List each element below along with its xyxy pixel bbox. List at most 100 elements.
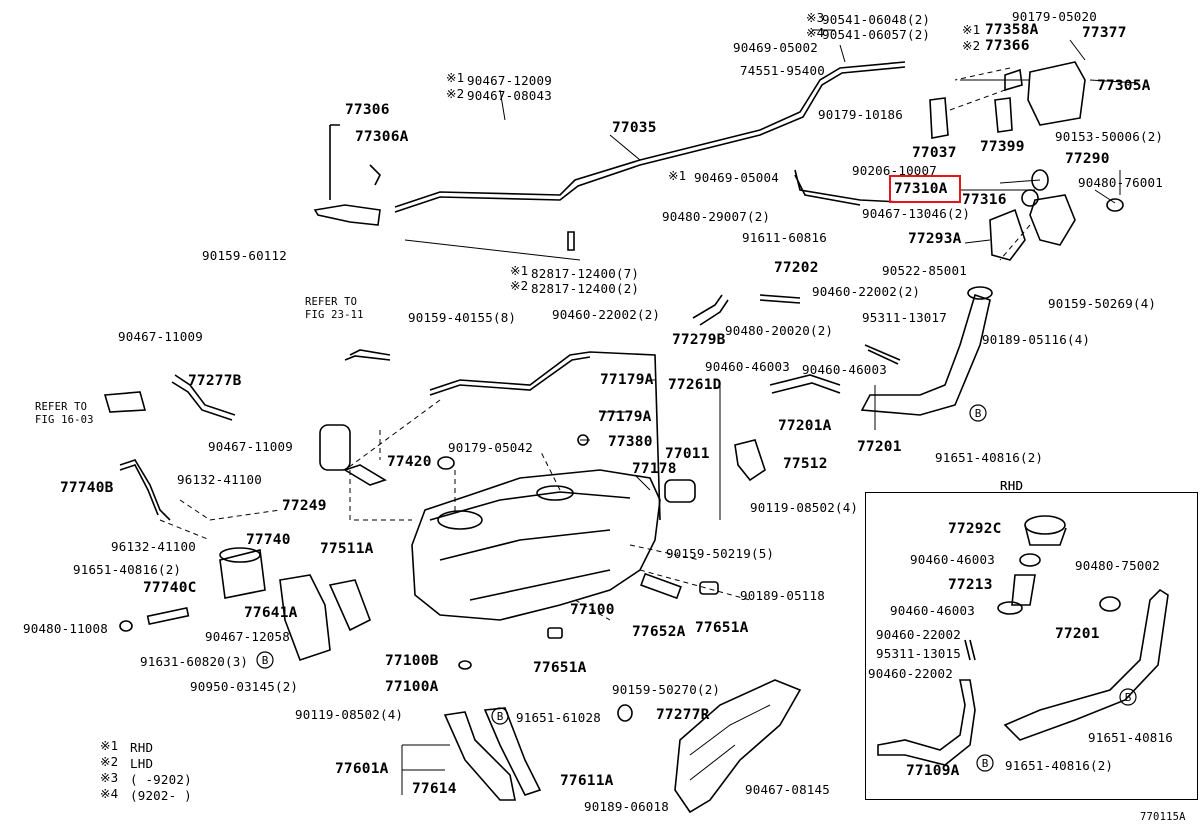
part-number-label[interactable]: 77512 <box>783 456 828 472</box>
part-number-label[interactable]: 90460-22002 <box>868 666 953 681</box>
part-number-label[interactable]: 96132-41100 <box>177 472 262 487</box>
part-number-label[interactable]: 90159-60112 <box>202 248 287 263</box>
part-number-label[interactable]: 90522-85001 <box>882 263 967 278</box>
part-number-label[interactable]: 77202 <box>774 260 819 276</box>
part-number-label[interactable]: 77310A <box>894 181 948 197</box>
part-number-label[interactable]: 77306 <box>345 102 390 118</box>
part-number-label[interactable]: 82817-12400(2) <box>531 281 640 296</box>
part-number-label[interactable]: 90950-03145(2) <box>190 679 299 694</box>
part-number-label[interactable]: 90467-08145 <box>745 782 830 797</box>
part-number-label[interactable]: 90467-08043 <box>467 88 552 103</box>
part-number-label[interactable]: 77277R <box>656 707 710 723</box>
part-number-label[interactable]: 77293A <box>908 231 962 247</box>
part-number-label[interactable]: 77292C <box>948 521 1002 537</box>
part-number-label[interactable]: 77399 <box>980 139 1025 155</box>
part-number-label[interactable]: 90480-11008 <box>23 621 108 636</box>
part-number-label[interactable]: 82817-12400(7) <box>531 266 640 281</box>
part-number-label[interactable]: 77614 <box>412 781 457 797</box>
part-number-label[interactable]: 90460-22002(2) <box>812 284 921 299</box>
part-number-label[interactable]: 91651-40816(2) <box>935 450 1044 465</box>
part-number-label[interactable]: 90480-20020(2) <box>725 323 834 338</box>
part-number-label[interactable]: 90189-05116(4) <box>982 332 1091 347</box>
part-number-label[interactable]: 77037 <box>912 145 957 161</box>
part-number-label[interactable]: 77277B <box>188 373 242 389</box>
part-number-label[interactable]: 77100A <box>385 679 439 695</box>
part-number-label[interactable]: 90119-08502(4) <box>295 707 404 722</box>
part-number-label[interactable]: 90159-50269(4) <box>1048 296 1157 311</box>
part-number-label[interactable]: 90541-06057(2) <box>822 27 931 42</box>
part-number-label[interactable]: 90153-50006(2) <box>1055 129 1164 144</box>
part-number-label[interactable]: 90467-12009 <box>467 73 552 88</box>
part-number-label[interactable]: 77511A <box>320 541 374 557</box>
part-number-label[interactable]: 90206-10007 <box>852 163 937 178</box>
part-number-label[interactable]: 90179-10186 <box>818 107 903 122</box>
part-number-label[interactable]: 77420 <box>387 454 432 470</box>
part-number-label[interactable]: 90460-22002 <box>876 627 961 642</box>
part-number-label[interactable]: 77652A <box>632 624 686 640</box>
part-number-label[interactable]: 90541-06048(2) <box>822 12 931 27</box>
part-number-label[interactable]: 91651-40816 <box>1088 730 1173 745</box>
part-number-label[interactable]: 77011 <box>665 446 710 462</box>
part-number-label[interactable]: 77178 <box>632 461 677 477</box>
part-number-label[interactable]: 77213 <box>948 577 993 593</box>
part-number-label[interactable]: 90460-22002(2) <box>552 307 661 322</box>
part-number-label[interactable]: 90119-08502(4) <box>750 500 859 515</box>
part-number-label[interactable]: 77305A <box>1097 78 1151 94</box>
part-number-label[interactable]: 74551-95400 <box>740 63 825 78</box>
part-number-label[interactable]: 77261D <box>668 377 722 393</box>
part-number-label[interactable]: 77179A <box>600 372 654 388</box>
part-number-label[interactable]: 90480-29007(2) <box>662 209 771 224</box>
part-number-label[interactable]: 90467-11009 <box>118 329 203 344</box>
part-number-label[interactable]: 90159-50270(2) <box>612 682 721 697</box>
part-number-label[interactable]: 90460-46003 <box>802 362 887 377</box>
part-number-label[interactable]: 91651-40816(2) <box>73 562 182 577</box>
part-number-label[interactable]: 77740 <box>246 532 291 548</box>
part-number-label[interactable]: 77740B <box>60 480 114 496</box>
part-number-label[interactable]: 77249 <box>282 498 327 514</box>
part-number-label[interactable]: 91651-40816(2) <box>1005 758 1114 773</box>
part-number-label[interactable]: 90480-75002 <box>1075 558 1160 573</box>
part-number-label[interactable]: 90159-50219(5) <box>666 546 775 561</box>
part-number-label[interactable]: 90467-13046(2) <box>862 206 971 221</box>
part-number-label[interactable]: 77316 <box>962 192 1007 208</box>
part-number-label[interactable]: 91631-60820(3) <box>140 654 249 669</box>
refer-to-fig[interactable]: FIG 16-03 <box>35 414 94 426</box>
part-number-label[interactable]: 90189-06018 <box>584 799 669 814</box>
part-number-label[interactable]: 77611A <box>560 773 614 789</box>
part-number-label[interactable]: 90179-05020 <box>1012 9 1097 24</box>
part-number-label[interactable]: 77306A <box>355 129 409 145</box>
part-number-label[interactable]: 90480-76001 <box>1078 175 1163 190</box>
part-number-label[interactable]: 77366 <box>985 38 1030 54</box>
part-number-label[interactable]: 90179-05042 <box>448 440 533 455</box>
part-number-label[interactable]: 77380 <box>608 434 653 450</box>
part-number-label[interactable]: RHD <box>1000 478 1024 493</box>
part-number-label[interactable]: 95311-13017 <box>862 310 947 325</box>
part-number-label[interactable]: 90460-46003 <box>890 603 975 618</box>
part-number-label[interactable]: 77179A <box>598 409 652 425</box>
part-number-label[interactable]: 77201 <box>1055 626 1100 642</box>
part-number-label[interactable]: 77109A <box>906 763 960 779</box>
part-number-label[interactable]: 77651A <box>533 660 587 676</box>
part-number-label[interactable]: 77100 <box>570 602 615 618</box>
part-number-label[interactable]: 90159-40155(8) <box>408 310 517 325</box>
part-number-label[interactable]: 90460-46003 <box>705 359 790 374</box>
refer-to-fig[interactable]: FIG 23-11 <box>305 309 364 321</box>
part-number-label[interactable]: 77358A <box>985 22 1039 38</box>
part-number-label[interactable]: 90189-05118 <box>740 588 825 603</box>
part-number-label[interactable]: 91651-61028 <box>516 710 601 725</box>
part-number-label[interactable]: 91611-60816 <box>742 230 827 245</box>
part-number-label[interactable]: 90469-05004 <box>694 170 779 185</box>
part-number-label[interactable]: 77290 <box>1065 151 1110 167</box>
part-number-label[interactable]: 77601A <box>335 761 389 777</box>
part-number-label[interactable]: 77100B <box>385 653 439 669</box>
part-number-label[interactable]: 96132-41100 <box>111 539 196 554</box>
part-number-label[interactable]: 90469-05002 <box>733 40 818 55</box>
part-number-label[interactable]: 77377 <box>1082 25 1127 41</box>
part-number-label[interactable]: 77201 <box>857 439 902 455</box>
part-number-label[interactable]: 77201A <box>778 418 832 434</box>
part-number-label[interactable]: 77651A <box>695 620 749 636</box>
part-number-label[interactable]: 77641A <box>244 605 298 621</box>
part-number-label[interactable]: 90460-46003 <box>910 552 995 567</box>
part-number-label[interactable]: 77035 <box>612 120 657 136</box>
part-number-label[interactable]: 77279B <box>672 332 726 348</box>
